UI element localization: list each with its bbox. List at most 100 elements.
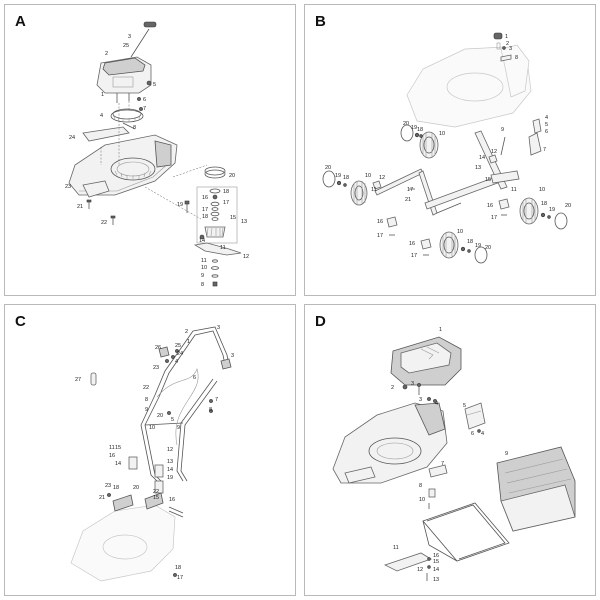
callout-b-12b: 12 bbox=[379, 175, 385, 181]
callout-a-2: 2 bbox=[105, 51, 108, 57]
callout-a-5: 5 bbox=[153, 82, 156, 88]
callout-b-3: 3 bbox=[509, 46, 512, 52]
callout-d-3b: 3 bbox=[419, 397, 422, 403]
callout-d-8: 8 bbox=[419, 483, 422, 489]
callout-c-12: 12 bbox=[167, 447, 173, 453]
callout-d-14: 14 bbox=[433, 567, 439, 573]
callout-a-11: 11 bbox=[220, 245, 226, 251]
callout-c-1: 1 bbox=[187, 339, 190, 345]
panel-a-label: A bbox=[15, 13, 26, 30]
side-guard-5 bbox=[464, 402, 486, 430]
bracket-16 bbox=[386, 198, 510, 250]
blade-bolt-stack bbox=[211, 259, 219, 287]
top-cover bbox=[390, 336, 462, 386]
clip-24 bbox=[500, 54, 512, 62]
callout-c-4: 4 bbox=[175, 359, 178, 365]
hub-stack bbox=[199, 188, 226, 240]
bag-frame bbox=[422, 502, 510, 562]
callout-a-18: 18 bbox=[223, 189, 229, 195]
callout-d-15: 15 bbox=[433, 559, 439, 565]
callout-c-8b: 8 bbox=[209, 407, 212, 413]
callout-c-18: 18 bbox=[113, 485, 119, 491]
ghost-deck bbox=[70, 504, 176, 582]
callout-b-18a: 18 bbox=[417, 127, 423, 133]
callout-b-1: 1 bbox=[505, 34, 508, 40]
callout-c-10: 10 bbox=[149, 425, 155, 431]
callout-c-8: 8 bbox=[145, 397, 148, 403]
callout-d-6: 6 bbox=[471, 431, 474, 437]
callout-c-20b: 20 bbox=[133, 485, 139, 491]
rear-flap bbox=[82, 126, 130, 142]
callout-a-9: 9 bbox=[201, 273, 204, 279]
callout-c-16b: 16 bbox=[169, 497, 175, 503]
knob-1 bbox=[493, 32, 503, 40]
bracket-5 bbox=[532, 118, 542, 134]
callout-b-20a: 20 bbox=[403, 121, 409, 127]
panel-a: A bbox=[4, 4, 296, 296]
callout-c-20: 20 bbox=[157, 413, 163, 419]
callout-a-14: 14 bbox=[199, 238, 205, 244]
panel-b: B bbox=[304, 4, 596, 296]
callout-b-20c: 20 bbox=[485, 245, 491, 251]
callout-b-18b: 18 bbox=[343, 175, 349, 181]
screw-2 bbox=[496, 42, 501, 50]
callout-b-17d: 17 bbox=[491, 215, 497, 221]
wheel-rear-left bbox=[400, 124, 439, 159]
box-13 bbox=[196, 186, 238, 244]
callout-c-11: 11 bbox=[109, 445, 115, 451]
callout-c-7: 7 bbox=[215, 397, 218, 403]
screw-22 bbox=[110, 215, 116, 225]
callout-b-5: 5 bbox=[545, 122, 548, 128]
callout-b-19d: 19 bbox=[549, 207, 555, 213]
panel-d: D bbox=[304, 304, 596, 596]
callout-a-6: 6 bbox=[143, 97, 146, 103]
mower-deck bbox=[332, 402, 448, 484]
callout-b-2: 2 bbox=[506, 41, 509, 47]
callout-d-7: 7 bbox=[441, 461, 444, 467]
callout-a-1: 1 bbox=[101, 92, 104, 98]
wheel-rear-right bbox=[519, 197, 568, 230]
wheel-front-left bbox=[322, 170, 368, 206]
callout-c-21: 21 bbox=[99, 495, 105, 501]
callout-d-10: 10 bbox=[419, 497, 425, 503]
bracket-12 bbox=[372, 154, 498, 190]
callout-b-17c: 17 bbox=[411, 253, 417, 259]
callout-b-17b: 17 bbox=[377, 233, 383, 239]
callout-c-23b: 23 bbox=[105, 483, 111, 489]
callout-b-15: 15 bbox=[485, 177, 491, 183]
panel-c-diagram: 2 3 1 3 26 25 24 4 23 6 27 22 7 8 8 9 20… bbox=[70, 325, 234, 582]
grass-bag bbox=[496, 446, 576, 532]
callout-d-9: 9 bbox=[505, 451, 508, 457]
panel-c: C bbox=[4, 304, 296, 596]
ghost-deck bbox=[406, 44, 532, 128]
screws-17 bbox=[389, 188, 507, 256]
panel-b-diagram: 1 2 3 8 4 5 6 7 9 20 19 18 10 12 14 13 1… bbox=[322, 32, 571, 264]
callout-a-11b: 11 bbox=[201, 258, 207, 264]
small-fasteners bbox=[107, 349, 213, 577]
callout-d-11: 11 bbox=[393, 545, 399, 551]
callout-c-9b: 9 bbox=[177, 425, 180, 431]
callout-c-13: 13 bbox=[167, 459, 173, 465]
callout-a-23: 23 bbox=[65, 184, 71, 190]
cable bbox=[156, 368, 199, 446]
callout-d-13: 13 bbox=[433, 577, 439, 583]
callout-a-15: 15 bbox=[230, 215, 236, 221]
small-fasteners bbox=[426, 429, 481, 581]
callout-a-10: 10 bbox=[201, 265, 207, 271]
seal-8 bbox=[122, 122, 136, 130]
rear-axle bbox=[424, 130, 542, 210]
callout-b-17a: 17 bbox=[407, 187, 413, 193]
lower-handle bbox=[140, 378, 218, 482]
callout-b-19a: 19 bbox=[411, 125, 417, 131]
callout-b-10b: 10 bbox=[365, 173, 371, 179]
chute-11 bbox=[383, 552, 432, 572]
callout-d-5: 5 bbox=[463, 403, 466, 409]
callout-b-19b: 19 bbox=[335, 173, 341, 179]
screws-2-3 bbox=[402, 383, 437, 403]
callout-c-16: 16 bbox=[109, 453, 115, 459]
callout-a-18b: 18 bbox=[202, 214, 208, 220]
callout-c-14: 14 bbox=[115, 461, 121, 467]
callout-a-12: 12 bbox=[243, 254, 249, 260]
callout-c-15b: 15 bbox=[153, 495, 159, 501]
callout-b-10a: 10 bbox=[439, 131, 445, 137]
